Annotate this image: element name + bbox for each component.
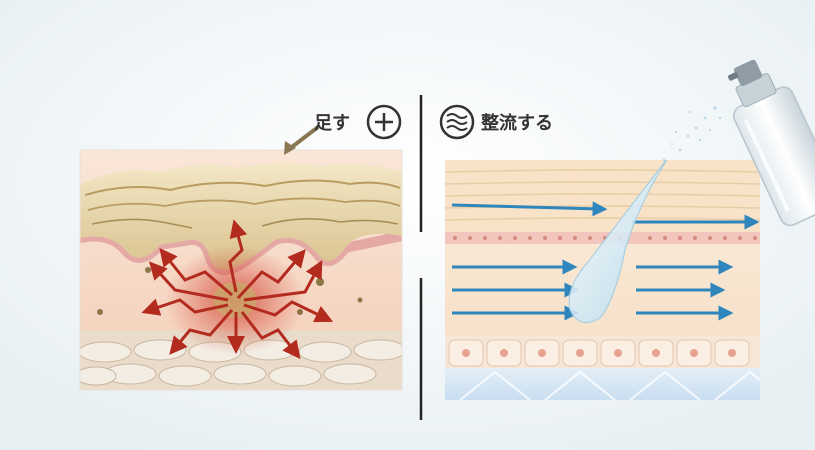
right-cell-layer bbox=[445, 336, 760, 368]
right-membrane bbox=[445, 232, 760, 244]
left-panel-label: 足す bbox=[314, 113, 350, 134]
left-skin-diagram bbox=[76, 150, 406, 390]
right-skin-diagram bbox=[445, 155, 760, 400]
right-panel-label: 整流する bbox=[480, 112, 553, 134]
